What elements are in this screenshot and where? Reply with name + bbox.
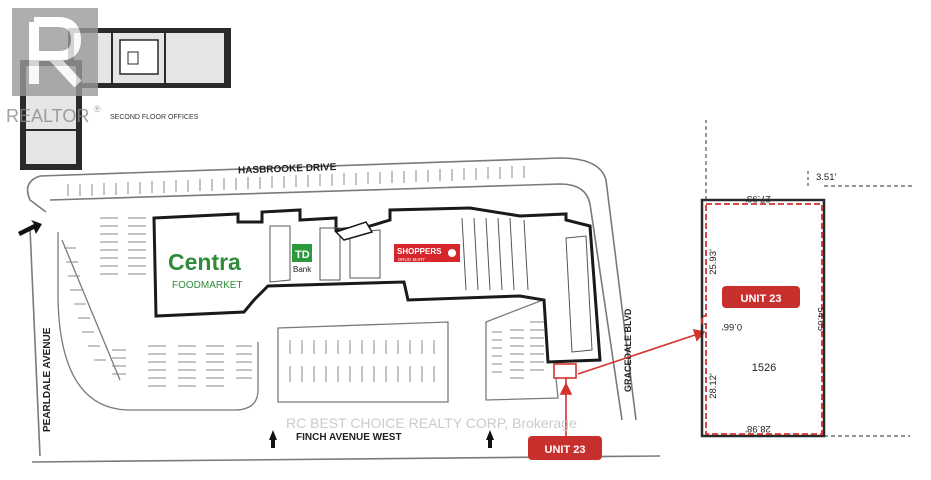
dim-left-jog: 0.66' <box>722 321 742 332</box>
unit-outline <box>701 203 823 435</box>
td-bank-logo: TD Bank <box>292 244 312 274</box>
dim-bottom: 28.98' <box>745 423 771 434</box>
plaza-building <box>152 206 602 364</box>
dim-top-right: 3.51' <box>816 172 836 183</box>
street-label-south: FINCH AVENUE WEST <box>296 432 402 443</box>
unit-area: 1526 <box>752 362 776 374</box>
parking-stalls <box>64 166 544 387</box>
svg-text:UNIT 23: UNIT 23 <box>741 293 782 305</box>
unit-connectors <box>559 328 706 436</box>
street-label-north: HASBROOKE DRIVE <box>238 162 337 176</box>
unit-23-tag-plan: UNIT 23 <box>528 436 602 460</box>
access-arrows <box>18 220 494 448</box>
realtor-wordmark: REALTOR <box>6 106 89 126</box>
street-label-west: PEARLDALE AVENUE <box>42 327 53 432</box>
td-sub: Bank <box>293 265 312 274</box>
td-name: TD <box>295 249 310 261</box>
centra-sub: FOODMARKET <box>172 280 243 291</box>
centra-logo: Centra FOODMARKET <box>168 249 243 291</box>
brokerage-watermark: RC BEST CHOICE REALTY CORP, Brokerage <box>286 415 577 431</box>
unit-23-plan-marker <box>553 363 577 379</box>
dim-top: 27.93' <box>745 193 771 204</box>
shoppers-logo: SHOPPERS DRUG MART <box>394 244 460 262</box>
registered-mark: ® <box>94 104 101 114</box>
inset-label: SECOND FLOOR OFFICES <box>110 114 199 121</box>
street-label-east: GRACEDALE BLVD <box>623 308 633 392</box>
parking-lot <box>57 232 559 411</box>
dim-left-lower: 28.12' <box>708 373 719 399</box>
dim-left-upper: 25.93' <box>708 249 719 275</box>
svg-text:UNIT 23: UNIT 23 <box>545 444 586 456</box>
unit-23-tag-detail: UNIT 23 <box>722 286 800 308</box>
realtor-watermark: REALTOR ® <box>6 8 101 126</box>
shoppers-sub: DRUG MART <box>398 257 425 262</box>
centra-name: Centra <box>168 249 241 275</box>
unit-detail: 27.93' 3.51' 25.93' 0.66' 28.12' 54.05' … <box>700 120 912 438</box>
shoppers-name: SHOPPERS <box>397 247 442 256</box>
dim-right: 54.05' <box>815 307 826 333</box>
